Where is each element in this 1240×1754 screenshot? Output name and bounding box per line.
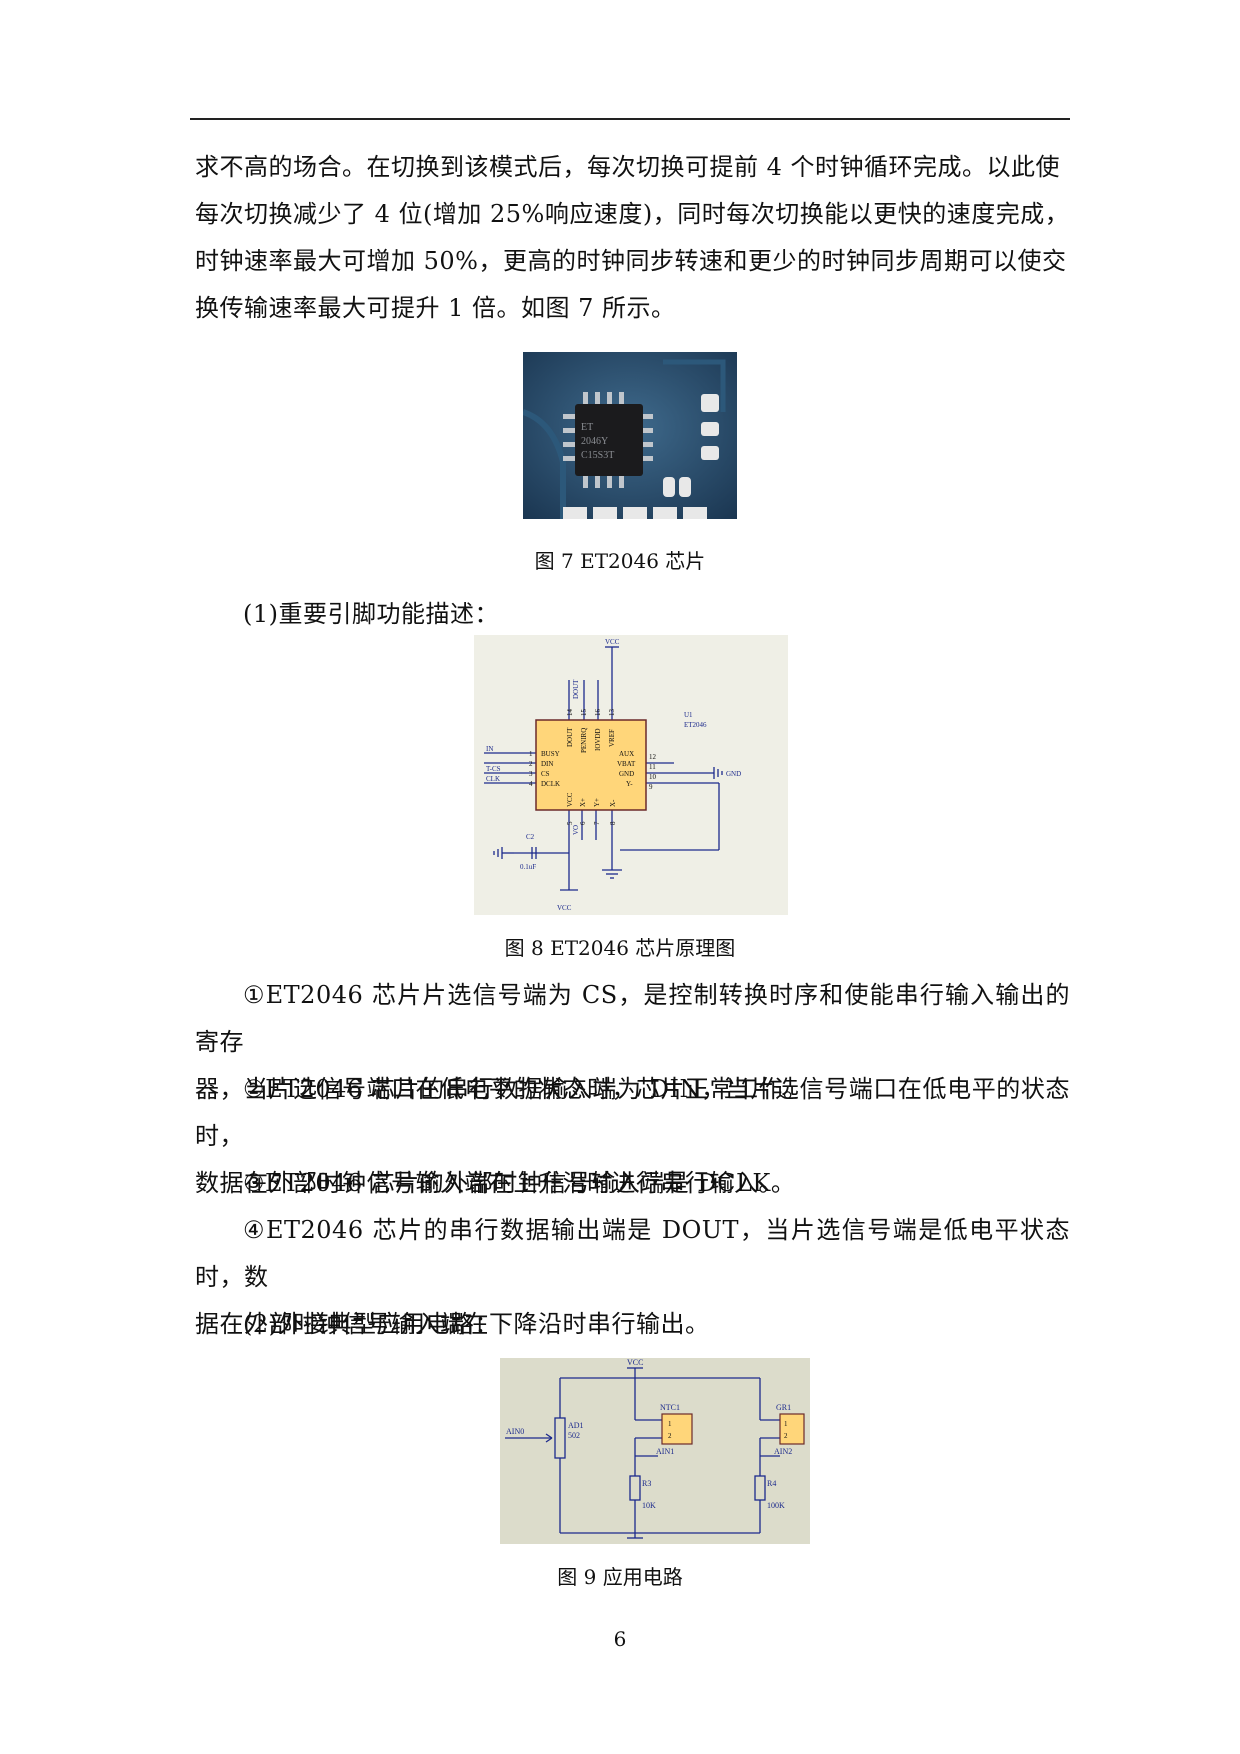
- page-number: 6: [613, 1627, 627, 1651]
- application-circuit-diagram: VCC AIN0 AD1 502 NTC1 GR1 AIN1 AIN2 R3 1…: [500, 1358, 810, 1544]
- chip-marking-line: 2046Y: [581, 436, 608, 447]
- pin-label: AUX: [619, 750, 634, 758]
- vcc-top-label: VCC: [605, 638, 620, 646]
- pin-number: 3: [529, 770, 533, 778]
- pin-number: 9: [649, 783, 653, 791]
- header-rule: [190, 118, 1070, 120]
- net-label: IN: [486, 745, 493, 753]
- text-line: ②ET2046 芯片的串行数据输入端为 DIN，当片选信号端口在低电平的状态时，: [195, 1075, 1070, 1150]
- vcc-bottom-label: VCC: [557, 904, 572, 912]
- pin-number: 6: [579, 821, 587, 825]
- dout-net-label: DOUT: [572, 679, 580, 699]
- r3-label: R3: [642, 1479, 651, 1488]
- r4-value-label: 100K: [767, 1501, 785, 1510]
- pin-label: VBAT: [617, 760, 636, 768]
- cap-ref-label: C2: [526, 833, 535, 841]
- pin-label: X+: [579, 798, 587, 807]
- text-line: ④ET2046 芯片的串行数据输出端是 DOUT，当片选信号端是低电平状态时，数: [195, 1216, 1070, 1291]
- pin-label: GND: [619, 770, 634, 778]
- r3-value-label: 10K: [642, 1501, 656, 1510]
- text-line: 据在外部时钟信号输入端在下降沿时串行输出。: [195, 1310, 710, 1338]
- pin-number: 2: [529, 760, 533, 768]
- ain2-label: AIN2: [774, 1447, 792, 1456]
- pin-label: VREF: [608, 729, 616, 747]
- pin-number: 4: [529, 780, 533, 788]
- section-title: (2)外接典型应用电路：: [243, 1310, 499, 1338]
- text-line: 求不高的场合。在切换到该模式后，每次切换可提前 4 个时钟循环完成。以此使: [195, 153, 1061, 181]
- section-title: (1)重要引脚功能描述：: [243, 600, 499, 628]
- designator-label: U1: [684, 711, 693, 719]
- pin-number: 8: [609, 821, 617, 825]
- paragraph-item-3: ③ET2046 芯片的外部时钟信号输入端是 DCLK。: [195, 1160, 1070, 1207]
- text-line: 数据在外部时钟信号输入端在上升沿时进行串行输入。: [195, 1169, 783, 1197]
- pin-label: VCC: [566, 792, 574, 807]
- ain0-label: AIN0: [506, 1427, 524, 1436]
- paragraph-intro: 求不高的场合。在切换到该模式后，每次切换可提前 4 个时钟循环完成。以此使 每次…: [195, 144, 1070, 332]
- pin-label: IOVDD: [594, 728, 602, 751]
- pin-label: Y-: [626, 780, 633, 788]
- pin-label: DIN: [541, 760, 553, 768]
- ntc-label: NTC1: [660, 1403, 680, 1412]
- pin-number: 2: [784, 1432, 788, 1440]
- ad1-label: AD1: [568, 1421, 584, 1430]
- paragraph-item-2: ②ET2046 芯片的串行数据输入端为 DIN，当片选信号端口在低电平的状态时，…: [195, 1066, 1070, 1207]
- pin-number: 14: [566, 709, 574, 717]
- net-label: T-CS: [486, 765, 501, 773]
- net-label: CLK: [486, 775, 500, 783]
- schematic-diagram: VCC VCC U1 ET2046 GND C2 0.1uF IN T-CS C…: [474, 635, 788, 915]
- pin-number: 5: [566, 821, 574, 825]
- pin-number: 15: [580, 709, 588, 717]
- ad1-value-label: 502: [568, 1431, 580, 1440]
- figure-9-caption: 图 9 应用电路: [557, 1565, 683, 1589]
- gr-label: GR1: [776, 1403, 791, 1412]
- bottom-net-label: VO: [572, 825, 580, 835]
- vcc-label: VCC: [627, 1358, 643, 1367]
- text-line: ③ET2046 芯片的外部时钟信号输入端是 DCLK。: [243, 1169, 796, 1197]
- pin-number: 2: [668, 1432, 672, 1440]
- pin-label: PENIRQ: [580, 728, 588, 753]
- pin-label: Y+: [593, 798, 601, 807]
- pin-label: BUSY: [541, 750, 560, 758]
- text-line: 时钟速率最大可增加 50%，更高的时钟同步转速和更少的时钟同步周期可以使交: [195, 247, 1067, 275]
- figure-7-caption: 图 7 ET2046 芯片: [534, 549, 706, 573]
- paragraph-item-4: ④ET2046 芯片的串行数据输出端是 DOUT，当片选信号端是低电平状态时，数…: [195, 1207, 1070, 1348]
- chip-marking-line: ET: [581, 422, 593, 433]
- pin-label: DCLK: [541, 780, 560, 788]
- text-line: 器，当片选信号端口在低电平的状态时，芯片正常工作。: [195, 1075, 808, 1103]
- pin-number: 1: [668, 1420, 672, 1428]
- gnd-label: GND: [726, 770, 741, 778]
- pin-number: 1: [529, 750, 533, 758]
- pin-number: 1: [784, 1420, 788, 1428]
- cap-value-label: 0.1uF: [520, 863, 536, 871]
- pin-label: X-: [609, 799, 617, 807]
- section-heading-2: (2)外接典型应用电路：: [195, 1301, 1070, 1348]
- pin-number: 12: [649, 753, 657, 761]
- text-line: 换传输速率最大可提升 1 倍。如图 7 所示。: [195, 294, 676, 322]
- pin-label: CS: [541, 770, 550, 778]
- chip-marking-line: C15S3T: [581, 450, 614, 461]
- text-line: 每次切换减少了 4 位(增加 25%响应速度)，同时每次切换能以更快的速度完成，: [195, 200, 1070, 228]
- pin-number: 11: [649, 763, 656, 771]
- pin-number: 13: [608, 709, 616, 717]
- section-heading-1: (1)重要引脚功能描述：: [195, 591, 1070, 638]
- ain1-label: AIN1: [656, 1447, 674, 1456]
- chip-photo: ET 2046Y C15S3T: [521, 352, 737, 519]
- pin-label: DOUT: [566, 727, 574, 747]
- pin-number: 7: [593, 821, 601, 825]
- pin-number: 16: [594, 709, 602, 717]
- paragraph-item-1: ①ET2046 芯片片选信号端为 CS，是控制转换时序和使能串行输入输出的寄存 …: [195, 972, 1070, 1113]
- text-line: ①ET2046 芯片片选信号端为 CS，是控制转换时序和使能串行输入输出的寄存: [195, 981, 1070, 1056]
- figure-8-caption: 图 8 ET2046 芯片原理图: [504, 936, 736, 960]
- part-label: ET2046: [684, 721, 707, 729]
- pin-number: 10: [649, 773, 657, 781]
- r4-label: R4: [767, 1479, 776, 1488]
